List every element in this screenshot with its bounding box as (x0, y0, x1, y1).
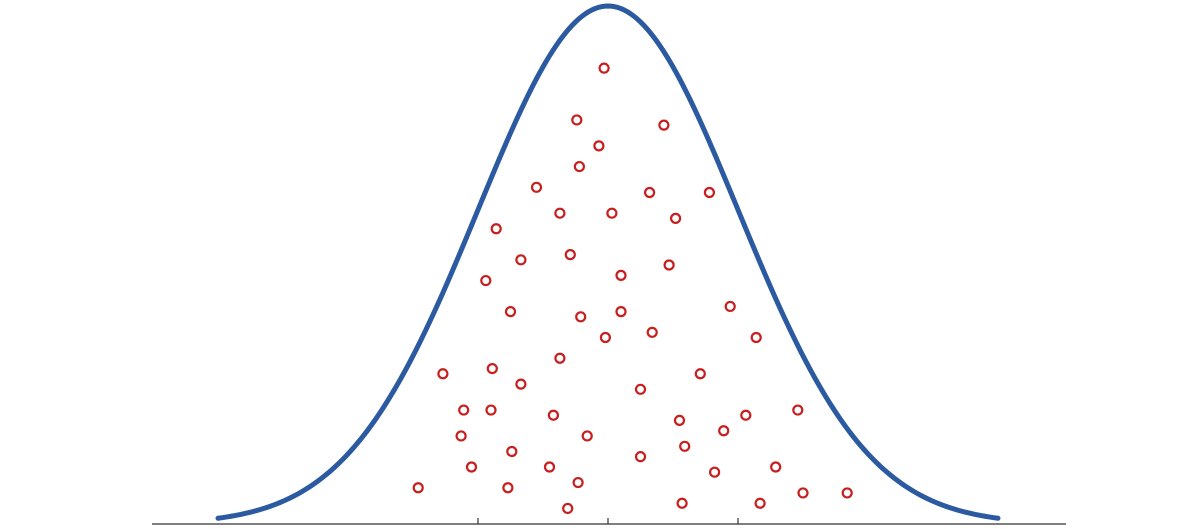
data-point-53 (562, 502, 574, 515)
data-point-3 (593, 140, 605, 152)
data-point-27 (694, 368, 706, 380)
data-point-17 (724, 300, 736, 313)
data-point-49 (797, 487, 809, 499)
data-point-47 (412, 482, 424, 494)
data-point-14 (663, 259, 675, 271)
data-point-2 (658, 119, 670, 131)
data-point-16 (480, 274, 492, 287)
data-point-0 (598, 62, 610, 74)
data-point-4 (573, 160, 586, 173)
data-point-26 (437, 368, 449, 380)
data-point-43 (543, 461, 556, 473)
data-point-36 (718, 425, 730, 437)
data-point-50 (841, 487, 853, 499)
data-point-15 (615, 269, 627, 281)
data-point-38 (581, 430, 593, 442)
data-point-41 (634, 451, 647, 463)
data-point-23 (599, 331, 612, 344)
data-point-51 (676, 497, 688, 509)
data-point-11 (490, 223, 502, 235)
data-point-48 (502, 482, 514, 494)
data-point-40 (506, 445, 518, 458)
data-point-19 (615, 306, 627, 318)
data-point-9 (606, 207, 618, 219)
data-point-33 (792, 404, 804, 416)
data-point-13 (515, 254, 527, 266)
data-point-12 (564, 249, 576, 261)
data-point-46 (572, 476, 584, 489)
data-point-5 (530, 181, 543, 193)
data-point-24 (554, 352, 566, 364)
x-axis-ticks (477, 518, 739, 524)
data-point-44 (708, 466, 721, 478)
data-point-20 (575, 311, 587, 323)
data-point-18 (504, 306, 517, 318)
data-point-37 (455, 430, 467, 442)
data-point-10 (669, 212, 682, 224)
data-point-45 (770, 461, 782, 473)
data-point-28 (515, 378, 527, 390)
normal-distribution-curve (215, 3, 1001, 521)
scatter-points (412, 62, 853, 515)
data-point-7 (703, 186, 716, 199)
data-point-29 (634, 383, 647, 395)
data-point-32 (547, 409, 560, 421)
data-point-21 (646, 326, 658, 338)
data-point-34 (740, 409, 752, 421)
data-point-6 (643, 186, 656, 199)
data-point-42 (465, 461, 478, 473)
data-point-31 (485, 404, 497, 416)
data-point-25 (486, 363, 498, 375)
data-point-52 (754, 497, 766, 509)
data-point-8 (554, 207, 566, 219)
data-point-22 (750, 331, 762, 344)
data-point-35 (673, 414, 686, 426)
data-point-39 (679, 440, 691, 452)
data-point-1 (571, 114, 583, 126)
data-point-30 (458, 404, 470, 416)
